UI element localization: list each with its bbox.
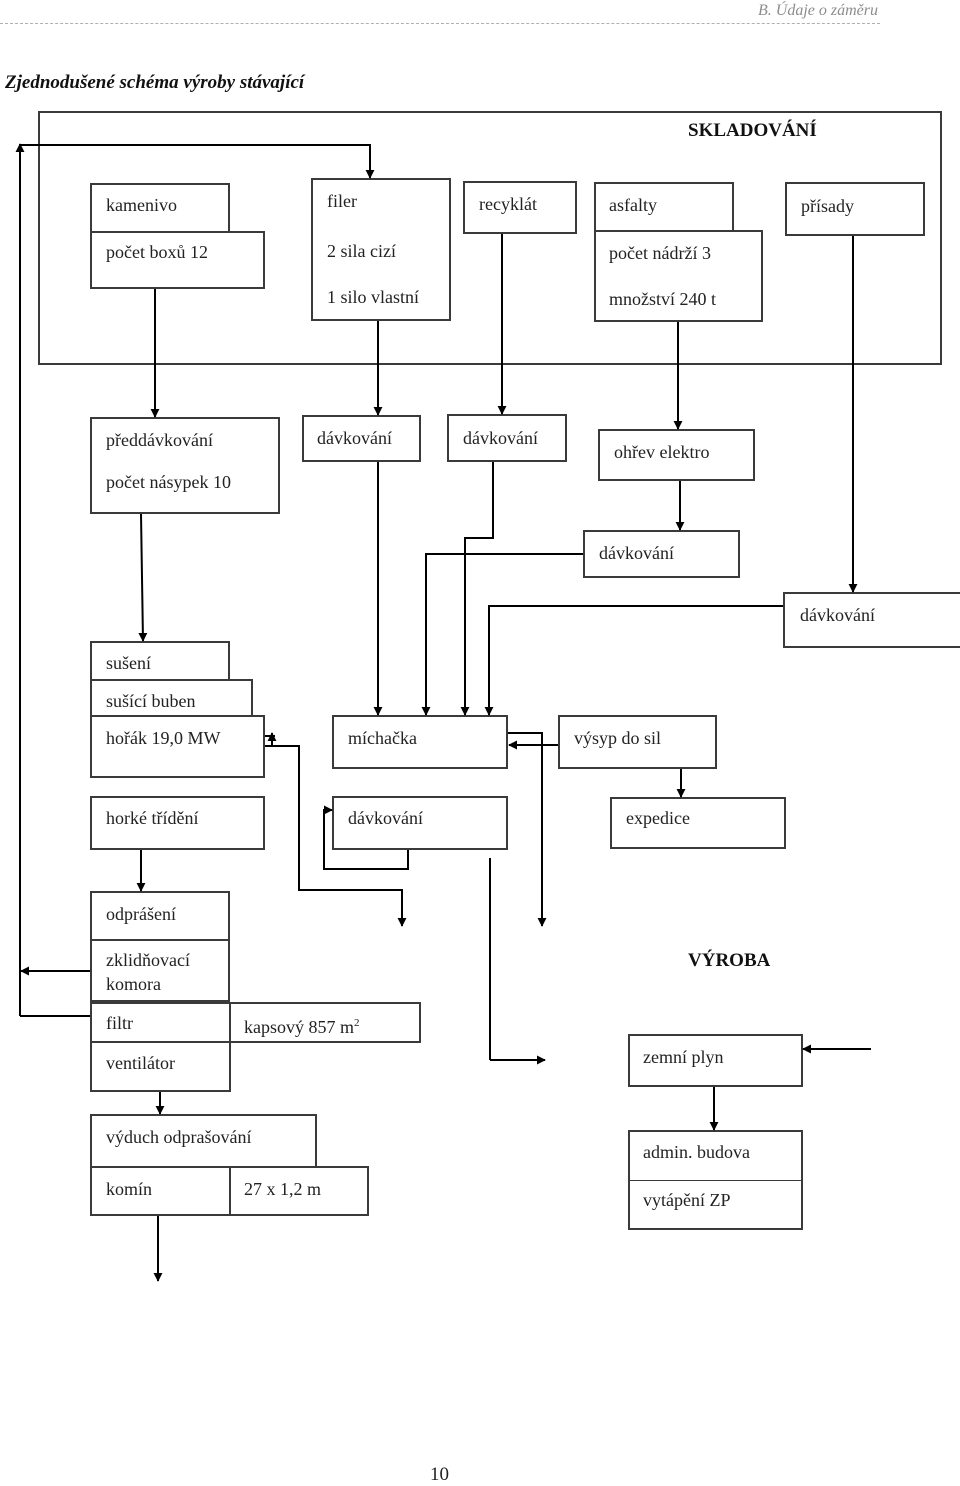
expedice-box: [610, 797, 786, 849]
buben-to-trideni: [265, 745, 407, 927]
ohrev-label: ohřev elektro: [614, 442, 710, 462]
kapsovy-text: kapsový 857 m: [244, 1017, 354, 1037]
prisady-to-michacka: [484, 605, 783, 716]
davkovani-asfalt-label: dávkování: [599, 543, 674, 563]
horak-label: hořák 19,0 MW: [106, 728, 221, 748]
sila-cizi-label: 2 sila cizí: [327, 241, 396, 261]
header-divider: [0, 23, 880, 24]
komin-rozmer-box: [229, 1166, 369, 1216]
davkovani-filer-label: dávkování: [317, 428, 392, 448]
pocet-boxu-label: počet boxů 12: [106, 242, 208, 262]
silo-vlastni-label: 1 silo vlastní: [327, 287, 420, 307]
trideni-to-dedusting: [265, 732, 277, 747]
suseni-label: sušení: [106, 653, 151, 673]
kamenivo-label: kamenivo: [106, 195, 177, 215]
asfalt-dosing-to-michacka: [421, 553, 583, 716]
filtr-label: filtr: [106, 1013, 133, 1033]
pocet-nasypek-label: počet násypek 10: [106, 472, 231, 492]
mnozstvi-label: množství 240 t: [609, 289, 716, 309]
kapsovy-box: [229, 1002, 421, 1043]
pocet-boxu-box: [90, 231, 265, 289]
davkovani-recyklat-label: dávkování: [463, 428, 538, 448]
preddavkovani-label: předdávkování: [106, 430, 213, 450]
pocet-nadrzi-label: počet nádrží 3: [609, 243, 711, 263]
horke-trideni-label: horké třídění: [106, 808, 199, 828]
davkovani-recyklat-box: [447, 414, 567, 462]
recyklat-dosing-to-michacka: [460, 462, 494, 716]
ventilator-box: [90, 1041, 231, 1092]
vysyp-box: [558, 715, 717, 769]
davkovani-prisady-box: [783, 592, 960, 648]
return-line-top: [20, 144, 375, 179]
prisady-label: přísady: [801, 196, 854, 216]
expedice-label: expedice: [626, 808, 690, 828]
michacka-box: [332, 715, 508, 769]
diagram-title: Zjednodušené schéma výroby stávající: [5, 72, 305, 93]
admin-budova-label: admin. budova: [643, 1142, 750, 1162]
zklidnovaci-label: zklidňovací komora: [106, 950, 190, 994]
admin-divider: [628, 1180, 803, 1181]
davkovani-mix-box: [332, 796, 508, 850]
komin-box: [90, 1166, 231, 1216]
odpraseni-label: odprášení: [106, 904, 176, 924]
storage-section-label: SKLADOVÁNÍ: [688, 120, 817, 141]
michacka-label: míchačka: [348, 728, 417, 748]
vysyp-label: výsyp do sil: [574, 728, 662, 748]
komin-rozmer-label: 27 x 1,2 m: [244, 1179, 322, 1199]
horke-trideni-box: [90, 796, 265, 850]
davkovani-prisady-label: dávkování: [800, 605, 875, 625]
preddavkovani-to-suseni: [138, 513, 148, 642]
prisady-box: [785, 182, 925, 236]
page-number: 10: [430, 1464, 449, 1485]
komin-label: komín: [106, 1179, 153, 1199]
zemni-plyn-label: zemní plyn: [643, 1047, 724, 1067]
asfalty-label: asfalty: [609, 195, 657, 215]
zemni-plyn-box: [628, 1034, 803, 1087]
preddavkovani-box: [90, 417, 280, 514]
recyklat-label: recyklát: [479, 194, 537, 214]
filer-box: [311, 178, 451, 321]
zklidnovaci-box: [90, 939, 230, 1004]
vyduch-label: výduch odprašování: [106, 1127, 252, 1147]
davkovani-mix-label: dávkování: [348, 808, 423, 828]
vytapeni-label: vytápění ZP: [643, 1190, 731, 1210]
susici-buben-label: sušící buben: [106, 691, 196, 711]
horak-box: [90, 715, 265, 778]
kapsovy-superscript: 2: [354, 1017, 360, 1029]
production-section-label: VÝROBA: [688, 950, 771, 971]
kapsovy-label: kapsový 857 m2: [244, 1012, 360, 1038]
davkovani-asfalt-box: [583, 530, 740, 578]
ventilator-label: ventilátor: [106, 1053, 175, 1073]
vysyp-loop: [508, 732, 547, 927]
davkovani-filer-box: [302, 415, 421, 462]
filtr-area: [90, 1000, 230, 1044]
filer-label: filer: [327, 191, 357, 211]
nadrze-box: [594, 230, 763, 322]
ohrev-box: [598, 429, 755, 481]
recyklat-box: [463, 181, 577, 234]
davkovani-to-michacka: [323, 805, 409, 870]
chapter-header: B. Údaje o záměru: [758, 2, 878, 19]
